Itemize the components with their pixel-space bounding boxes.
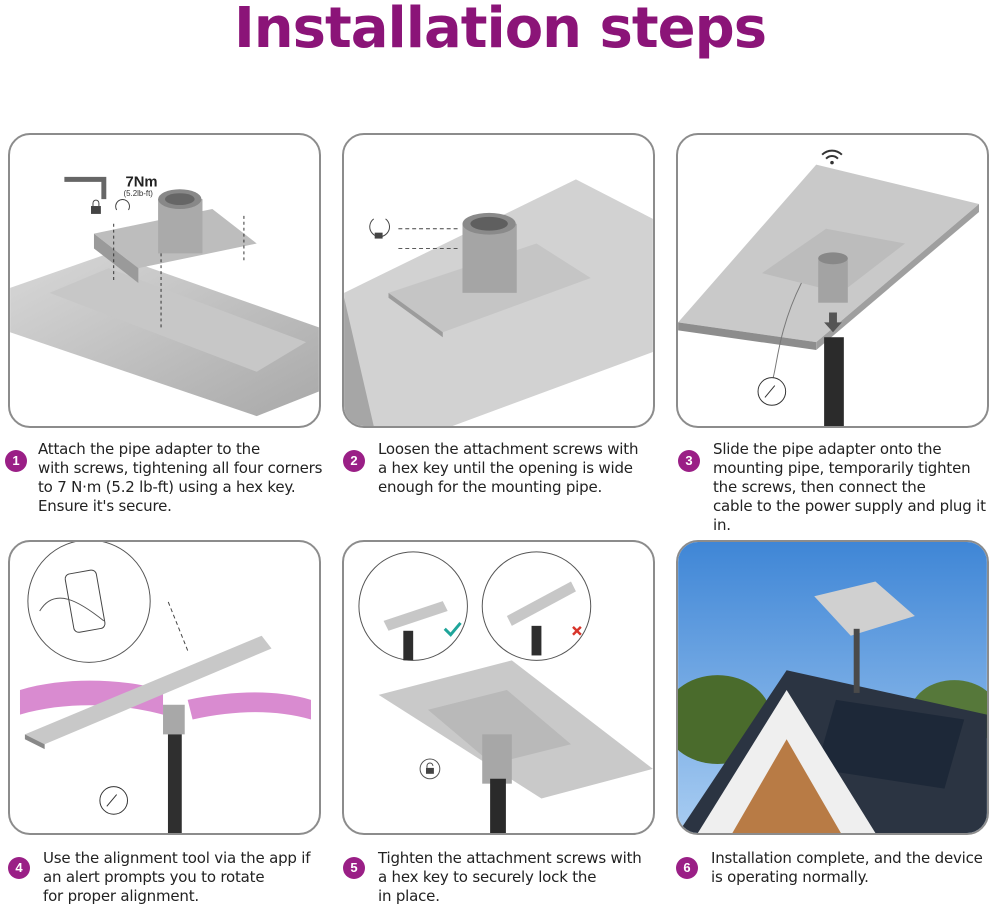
step-6-text: Installation complete, and the device is… — [711, 849, 983, 886]
step-1-image: 7Nm (5.2lb-ft) — [8, 133, 321, 428]
step-3-image — [676, 133, 989, 428]
step-6-image — [676, 540, 989, 835]
step-5-text: Tighten the attachment screws with a hex… — [378, 849, 642, 905]
step-2-number: 2 — [343, 450, 365, 472]
step-1-number: 1 — [5, 450, 27, 472]
rotate-icon — [115, 199, 130, 211]
cross-icon — [572, 625, 582, 636]
step-3-number: 3 — [678, 450, 700, 472]
lock-icon — [419, 758, 441, 780]
lock-icon — [91, 199, 101, 214]
page-title: Installation steps — [233, 0, 767, 61]
step-5-number: 5 — [343, 857, 365, 879]
step-5-image — [342, 540, 655, 835]
step-4-text: Use the alignment tool via the app if an… — [43, 849, 311, 905]
check-icon — [443, 621, 462, 637]
step-6-number: 6 — [676, 857, 698, 879]
step-2-image — [342, 133, 655, 428]
step-4-number: 4 — [8, 857, 30, 879]
phone-icon — [39, 569, 106, 633]
rotate-unlock-icon — [369, 218, 390, 239]
wifi-icon — [821, 149, 843, 165]
step-3-text: Slide the pipe adapter onto the mounting… — [713, 440, 986, 534]
torque-label: 7Nm — [126, 174, 158, 190]
step-4-image — [8, 540, 321, 835]
satellite-dish-icon — [99, 786, 129, 815]
hex-key-icon — [64, 176, 107, 200]
satellite-dish-icon — [757, 377, 787, 406]
step-2-text: Loosen the attachment screws with a hex … — [378, 440, 639, 496]
step-1-text: Attach the pipe adapter to the with scre… — [38, 440, 323, 515]
torque-sub-label: (5.2lb-ft) — [124, 189, 154, 198]
